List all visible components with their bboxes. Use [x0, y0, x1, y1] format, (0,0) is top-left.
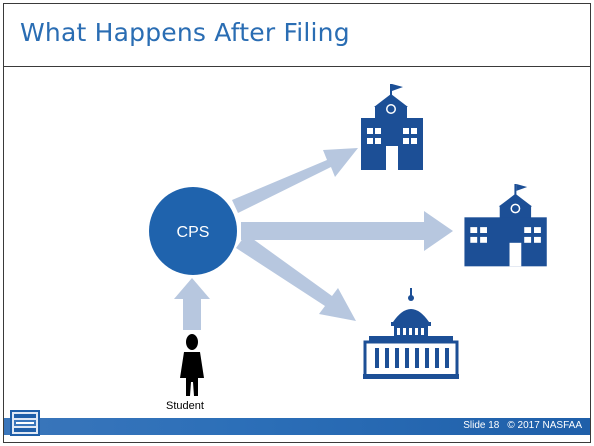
cps-node	[149, 187, 237, 275]
slide-number: Slide 18	[463, 420, 500, 431]
school-icon	[361, 84, 423, 170]
arrow-to-middle-school	[241, 211, 453, 251]
arrow-to-capitol	[236, 234, 356, 321]
slide-frame	[3, 3, 591, 443]
footer-bar: Slide 18 © 2017 NASFAA	[4, 418, 590, 435]
capitol-building-icon	[363, 288, 459, 379]
footer-text: Slide 18 © 2017 NASFAA	[463, 420, 582, 431]
arrow-to-top-school	[232, 148, 358, 213]
slide-title: What Happens After Filing	[20, 18, 350, 47]
student-label: Student	[166, 400, 204, 412]
student-person-icon	[180, 334, 204, 396]
arrow-from-student	[174, 278, 210, 330]
copyright-text: © 2017 NASFAA	[507, 420, 582, 431]
cps-label: CPS	[177, 224, 210, 241]
school-icon	[464, 184, 547, 267]
title-divider	[4, 66, 590, 67]
nasfaa-logo-icon	[10, 410, 40, 436]
